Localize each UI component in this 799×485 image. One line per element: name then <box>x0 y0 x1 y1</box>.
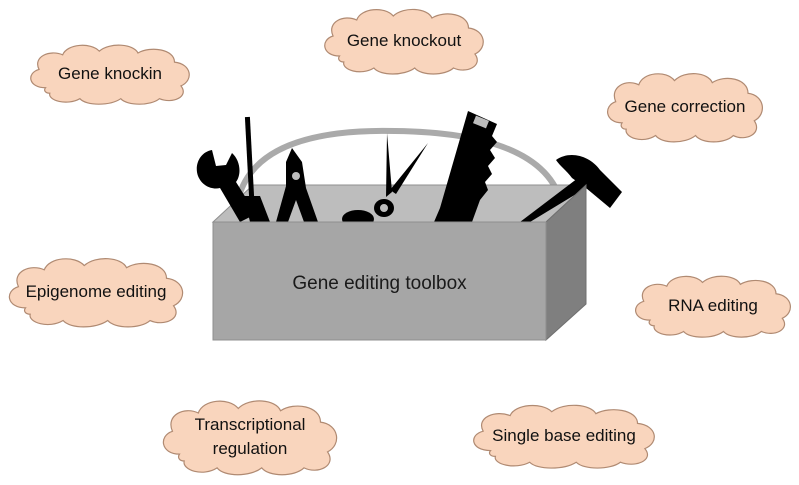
cloud-rna-editing: RNA editing <box>629 273 797 339</box>
cloud-label: Gene knockout <box>346 31 462 50</box>
cloud-epigenome-editing: Epigenome editing <box>2 255 190 329</box>
cloud-shape <box>629 273 797 339</box>
cloud-gene-correction: Gene correction <box>601 70 769 144</box>
cloud-label-line2: regulation <box>212 439 288 458</box>
wrench-icon <box>196 150 256 222</box>
cloud-label: Gene knockin <box>58 64 162 83</box>
cloud-shape <box>2 255 190 329</box>
cloud-shape <box>24 42 196 106</box>
toolbox-front <box>212 221 547 341</box>
cloud-label: Gene correction <box>624 97 746 116</box>
cloud-transcriptional-regulation: Transcriptional regulation <box>156 397 344 477</box>
cloud-gene-knockin: Gene knockin <box>24 42 196 106</box>
cloud-label-line1: Transcriptional <box>194 415 306 434</box>
cloud-label: RNA editing <box>668 296 758 315</box>
screwdriver-icon <box>244 116 270 222</box>
cloud-outline <box>163 401 336 475</box>
cloud-shape <box>466 402 662 470</box>
cloud-shape <box>156 397 344 477</box>
cloud-gene-knockout: Gene knockout <box>318 6 490 76</box>
saw-icon <box>434 111 497 222</box>
cloud-label: Epigenome editing <box>25 282 167 301</box>
cloud-outline <box>31 45 189 104</box>
cloud-outline <box>325 9 483 74</box>
cloud-shape <box>601 70 769 144</box>
cloud-single-base-editing: Single base editing <box>466 402 662 470</box>
pliers-icon <box>276 148 318 222</box>
scissors-icon <box>342 133 428 228</box>
cloud-label: Single base editing <box>492 426 636 445</box>
hammer-icon <box>520 155 622 222</box>
cloud-shape <box>318 6 490 76</box>
cloud-outline <box>636 276 791 337</box>
cloud-label: Transcriptional regulation <box>156 397 344 477</box>
cloud-outline <box>474 405 655 468</box>
toolbox-handle <box>235 127 565 206</box>
cloud-outline <box>9 259 182 327</box>
cloud-outline <box>608 74 763 142</box>
toolbox-label: Gene editing toolbox <box>292 273 467 294</box>
